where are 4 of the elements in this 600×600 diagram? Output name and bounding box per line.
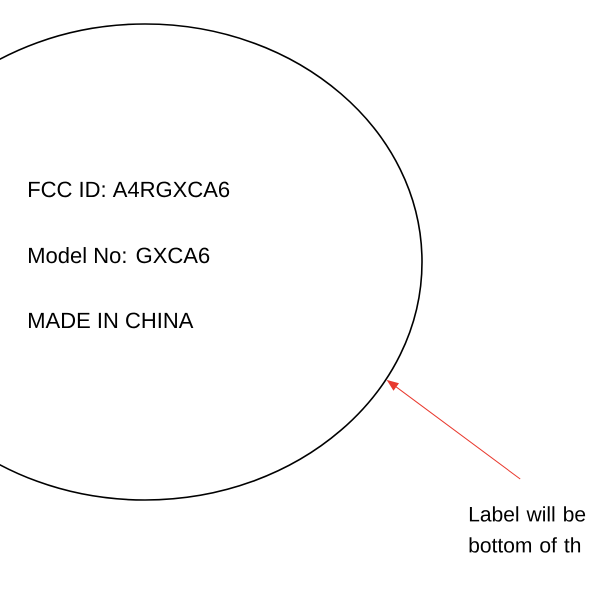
label-text: FCC ID: A4RGXCA6 [29,182,230,198]
note-text: Label will be bottom of th [470,506,586,553]
label-text: Model No: GXCA6 [29,247,210,264]
label-text: MADE IN CHINA [29,312,194,328]
